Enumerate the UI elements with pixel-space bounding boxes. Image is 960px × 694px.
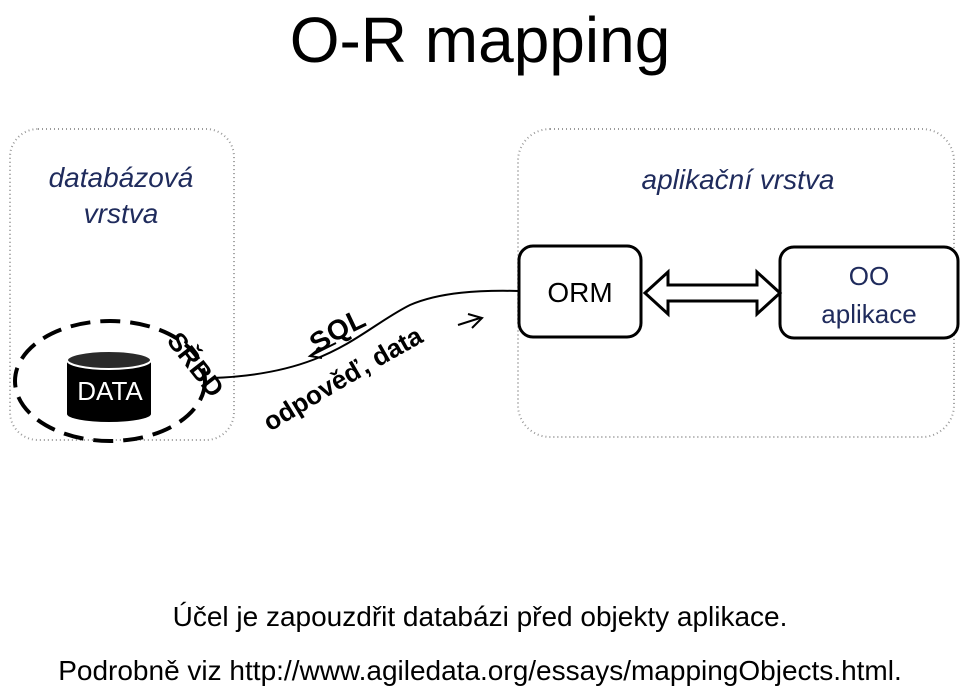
db-orm-connection-line xyxy=(211,289,520,379)
application-layer-label: aplikační vrstva xyxy=(642,164,835,195)
orm-box xyxy=(517,244,643,339)
database-layer-label: databázová xyxy=(49,162,194,193)
orm-label: ORM xyxy=(547,277,612,308)
database-layer-box xyxy=(9,128,235,441)
data-cylinder-icon xyxy=(66,350,152,422)
dbms-boundary xyxy=(13,319,207,443)
data-label: DATA xyxy=(77,376,143,406)
oo-application-label-2: aplikace xyxy=(821,299,916,329)
footer-line-1: Účel je zapouzdřit databázi před objekty… xyxy=(172,601,788,632)
orm-app-double-arrow xyxy=(642,268,783,318)
database-layer-label-2: vrstva xyxy=(84,198,159,229)
oo-application-label: OO xyxy=(849,261,889,291)
page-title: O-R mapping xyxy=(289,4,671,76)
response-arrow-icon xyxy=(457,313,484,329)
sql-arrow-icon xyxy=(307,342,337,359)
footer-line-2: Podrobně viz http://www.agiledata.org/es… xyxy=(58,655,902,686)
